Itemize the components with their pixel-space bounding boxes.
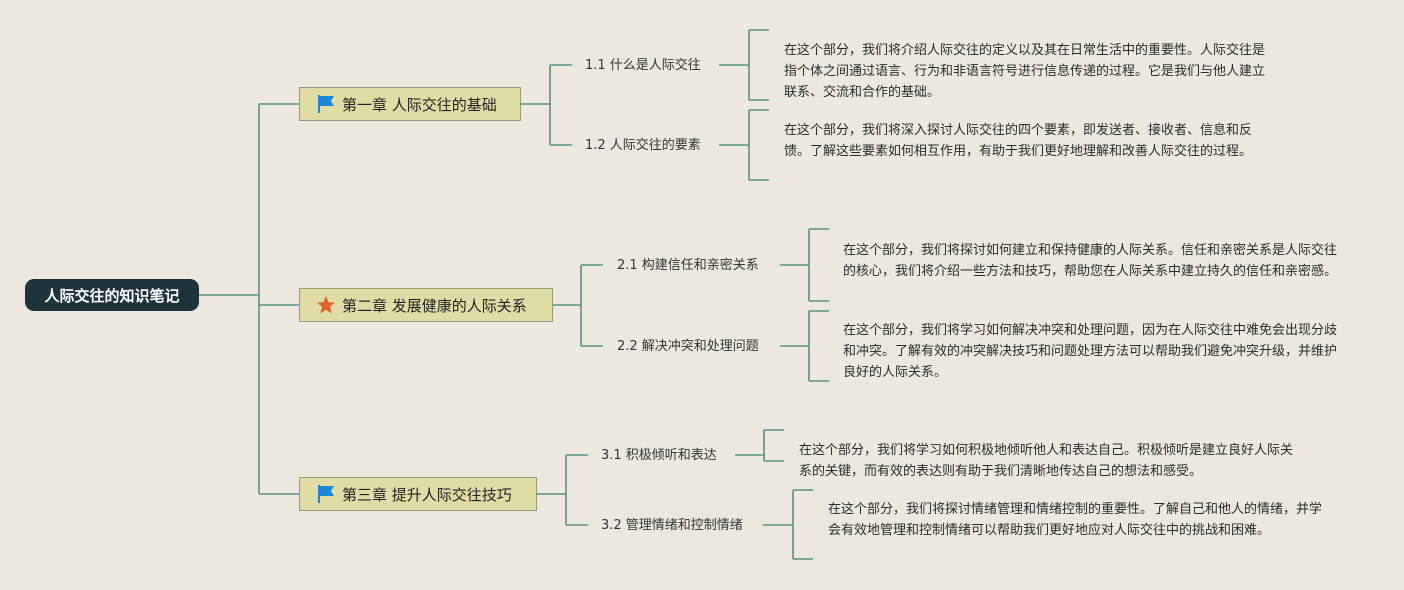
chapter-1-node[interactable]: 第一章 人际交往的基础 — [299, 87, 521, 121]
section-2-1-description: 在这个部分，我们将探讨如何建立和保持健康的人际关系。信任和亲密关系是人际交往的核… — [843, 243, 1338, 279]
section-3-1-description: 在这个部分，我们将学习如何积极地倾听他人和表达自己。积极倾听是建立良好人际关系的… — [799, 443, 1294, 479]
flag-icon — [316, 484, 336, 504]
section-1-2-title[interactable]: 1.2 人际交往的要素 — [585, 138, 701, 153]
section-2-2-title[interactable]: 2.2 解决冲突和处理问题 — [617, 339, 759, 354]
section-1-1-title[interactable]: 1.1 什么是人际交往 — [585, 58, 701, 73]
star-icon — [316, 295, 336, 315]
flag-icon — [316, 94, 336, 114]
chapter-3-title: 第三章 提升人际交往技巧 — [342, 485, 512, 504]
chapter-2-title: 第二章 发展健康的人际关系 — [342, 296, 527, 315]
section-2-2-description: 在这个部分，我们将学习如何解决冲突和处理问题，因为在人际交往中难免会出现分歧和冲… — [843, 323, 1338, 380]
section-3-1-title[interactable]: 3.1 积极倾听和表达 — [601, 448, 717, 463]
chapter-3-node[interactable]: 第三章 提升人际交往技巧 — [299, 477, 537, 511]
section-1-2-description: 在这个部分，我们将深入探讨人际交往的四个要素，即发送者、接收者、信息和反馈。了解… — [784, 123, 1253, 159]
section-3-2-title[interactable]: 3.2 管理情绪和控制情绪 — [601, 518, 743, 533]
section-1-1-description: 在这个部分，我们将介绍人际交往的定义以及其在日常生活中的重要性。人际交往是指个体… — [784, 43, 1266, 100]
chapter-1-title: 第一章 人际交往的基础 — [342, 95, 497, 114]
section-3-2-description: 在这个部分，我们将探讨情绪管理和情绪控制的重要性。了解自己和他人的情绪，并学会有… — [828, 502, 1323, 538]
chapter-2-node[interactable]: 第二章 发展健康的人际关系 — [299, 288, 553, 322]
root-topic-label: 人际交往的知识笔记 — [44, 286, 180, 305]
section-2-1-title[interactable]: 2.1 构建信任和亲密关系 — [617, 258, 759, 273]
root-topic[interactable]: 人际交往的知识笔记 — [25, 279, 199, 311]
